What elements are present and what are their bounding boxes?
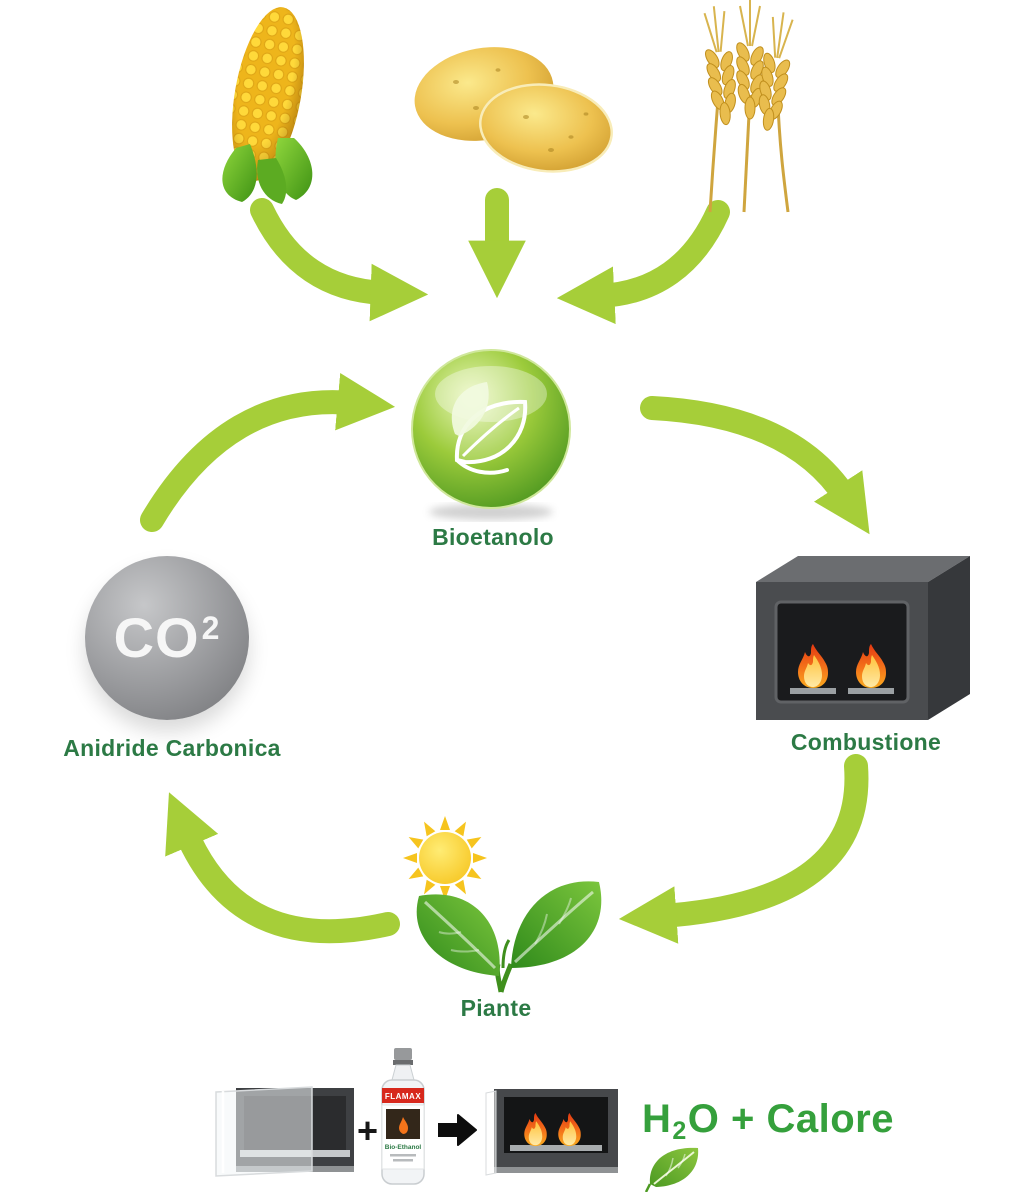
bottle-line-text: Bio-Ethanol: [385, 1144, 422, 1151]
arrow-combustion-to-plants: [618, 754, 869, 944]
potatoes-icon: [406, 42, 618, 177]
plants-label: Piante: [460, 995, 532, 1021]
fireplace-icon: [746, 548, 970, 734]
unlit-fireplace-icon: [214, 1085, 358, 1177]
transform-arrow-icon: [438, 1112, 478, 1148]
flame-icon: [798, 644, 828, 688]
co2-label: Anidride Carbonica: [63, 735, 281, 761]
bottle-brand-text: FLAMAX: [385, 1092, 421, 1101]
leaf-icon: [644, 1140, 706, 1192]
arrow-bioethanol-to-combustion: [640, 396, 870, 535]
combustion-label: Combustione: [790, 729, 942, 755]
co2-sphere-icon: CO2: [85, 556, 249, 720]
wheat-icon: [688, 0, 806, 215]
flame-icon: [856, 644, 886, 688]
plus-sign: +: [357, 1110, 379, 1151]
plants-icon: [383, 800, 623, 998]
arrow-corn-to-bioethanol: [250, 198, 429, 322]
sprout-icon: [416, 881, 602, 993]
bioethanol-bottle-icon: FLAMAX Bio-Ethanol: [374, 1048, 432, 1188]
arrow-wheat-to-bioethanol: [556, 200, 730, 325]
corn-icon: [198, 0, 338, 207]
bioethanol-label: Bioetanolo: [432, 524, 554, 550]
result-text: H2O + Calore: [642, 1097, 894, 1145]
lit-fireplace-icon: [484, 1085, 628, 1177]
arrow-plants-to-co2: [165, 792, 400, 944]
co2-symbol: CO2: [113, 606, 221, 669]
arrow-co2-to-bioethanol: [140, 373, 396, 532]
leaves-icon: [451, 382, 528, 475]
bioethanol-sphere-icon: [405, 342, 577, 524]
sun-icon: [403, 816, 487, 900]
